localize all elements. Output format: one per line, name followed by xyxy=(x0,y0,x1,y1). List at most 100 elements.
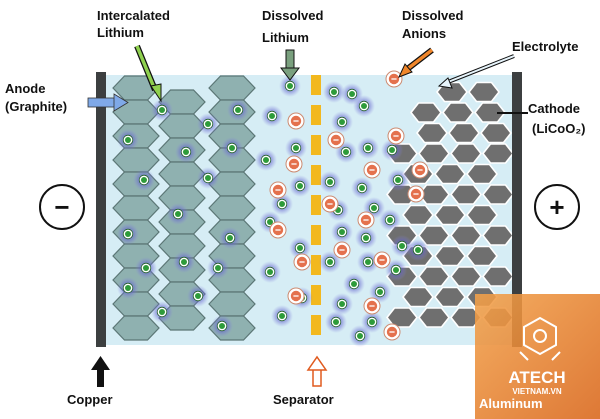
lithium-ion xyxy=(319,171,341,193)
lithium-ion xyxy=(271,193,293,215)
cathode-hex xyxy=(415,122,449,144)
label-dissolved-an-2: Anions xyxy=(402,26,446,41)
arrow-anode xyxy=(87,93,129,112)
anion xyxy=(363,161,381,179)
lithium-ion xyxy=(221,137,243,159)
cathode-hex xyxy=(467,81,501,103)
label-separator: Separator xyxy=(273,392,334,407)
lithium-ion xyxy=(255,149,277,171)
cathode-hex xyxy=(481,225,515,246)
copper-collector xyxy=(96,72,106,347)
cathode-hex xyxy=(417,184,451,205)
lithium-ion xyxy=(227,99,249,121)
label-dissolved-an-1: Dissolved xyxy=(402,8,463,23)
lithium-ion xyxy=(197,167,219,189)
cathode-hex xyxy=(465,245,499,267)
label-aluminum: Aluminum xyxy=(479,396,543,411)
lithium-ion xyxy=(261,105,283,127)
anion xyxy=(373,251,391,269)
label-intercalated-2: Lithium xyxy=(97,25,144,40)
anion xyxy=(363,297,381,315)
separator-dash xyxy=(311,105,321,125)
lithium-ion xyxy=(319,251,341,273)
cathode-hex xyxy=(409,102,443,123)
label-dissolved-li-1: Dissolved xyxy=(262,8,323,23)
label-intercalated-1: Intercalated xyxy=(97,8,170,23)
cathode-hex xyxy=(479,122,513,144)
negative-sign: − xyxy=(54,192,69,222)
lithium-ion xyxy=(151,99,173,121)
cathode-hex xyxy=(481,184,515,205)
separator-dash xyxy=(311,225,321,245)
arrow-dissolved-lithium xyxy=(280,49,300,81)
arrow-dissolved-anions xyxy=(398,47,434,78)
lithium-ion xyxy=(343,273,365,295)
cathode-hex xyxy=(449,266,483,287)
atech-watermark: ATECH VIETNAM.VN Aluminum xyxy=(475,294,600,419)
cathode-hex xyxy=(433,163,467,185)
lithium-ion xyxy=(207,257,229,279)
lithium-ion xyxy=(117,129,139,151)
lithium-ion xyxy=(151,301,173,323)
label-cathode-1: Cathode xyxy=(528,101,580,116)
watermark-site: VIETNAM.VN xyxy=(512,387,562,396)
lithium-ion xyxy=(117,277,139,299)
cathode-hex xyxy=(433,245,467,267)
arrow-electrolyte xyxy=(437,54,515,89)
lithium-ion xyxy=(353,95,375,117)
label-anode-1: Anode xyxy=(5,81,45,96)
aluminum-collector xyxy=(512,72,522,347)
anion xyxy=(357,211,375,229)
lithium-ion xyxy=(381,139,403,161)
lithium-ion xyxy=(379,209,401,231)
anion xyxy=(387,127,405,145)
anion xyxy=(327,131,345,149)
watermark-brand: ATECH xyxy=(508,368,565,387)
separator xyxy=(311,75,321,335)
arrow-separator xyxy=(306,355,328,387)
label-cathode-2: (LiCoO₂) xyxy=(532,121,585,136)
separator-dash xyxy=(311,315,321,335)
lithium-ion xyxy=(173,251,195,273)
anion xyxy=(269,181,287,199)
anode-hex xyxy=(112,315,160,341)
cathode-hex xyxy=(465,204,499,226)
anion xyxy=(285,155,303,173)
cathode-hex xyxy=(401,204,435,226)
cathode-hex xyxy=(417,307,451,328)
lithium-ion xyxy=(357,137,379,159)
lithium-ion xyxy=(285,137,307,159)
lithium-ion xyxy=(349,325,371,347)
anion xyxy=(287,287,305,305)
anion xyxy=(407,185,425,203)
cathode-hex xyxy=(449,225,483,246)
cathode-hex xyxy=(401,286,435,308)
label-dissolved-li-2: Lithium xyxy=(262,30,309,45)
lithium-ion xyxy=(369,281,391,303)
cathode-hex xyxy=(481,143,515,164)
lithium-ion xyxy=(331,221,353,243)
lithium-ion xyxy=(331,111,353,133)
lithium-ion xyxy=(271,305,293,327)
label-copper: Copper xyxy=(67,392,113,407)
lithium-ion xyxy=(387,169,409,191)
cathode-hex xyxy=(447,122,481,144)
lithium-ion xyxy=(325,311,347,333)
separator-dash xyxy=(311,195,321,215)
label-anode-2: (Graphite) xyxy=(5,99,67,114)
anion xyxy=(385,70,403,88)
anion xyxy=(293,253,311,271)
lithium-ion xyxy=(133,169,155,191)
cathode-hex xyxy=(449,143,483,164)
lithium-ion xyxy=(135,257,157,279)
anion xyxy=(333,241,351,259)
lithium-ion xyxy=(289,175,311,197)
arrow-copper xyxy=(91,356,110,387)
atech-logo-icon xyxy=(519,316,561,361)
lithium-ion xyxy=(219,227,241,249)
cathode-hex xyxy=(465,163,499,185)
cathode-hex xyxy=(441,102,475,123)
lithium-ion xyxy=(355,227,377,249)
ions-layer xyxy=(117,70,429,347)
